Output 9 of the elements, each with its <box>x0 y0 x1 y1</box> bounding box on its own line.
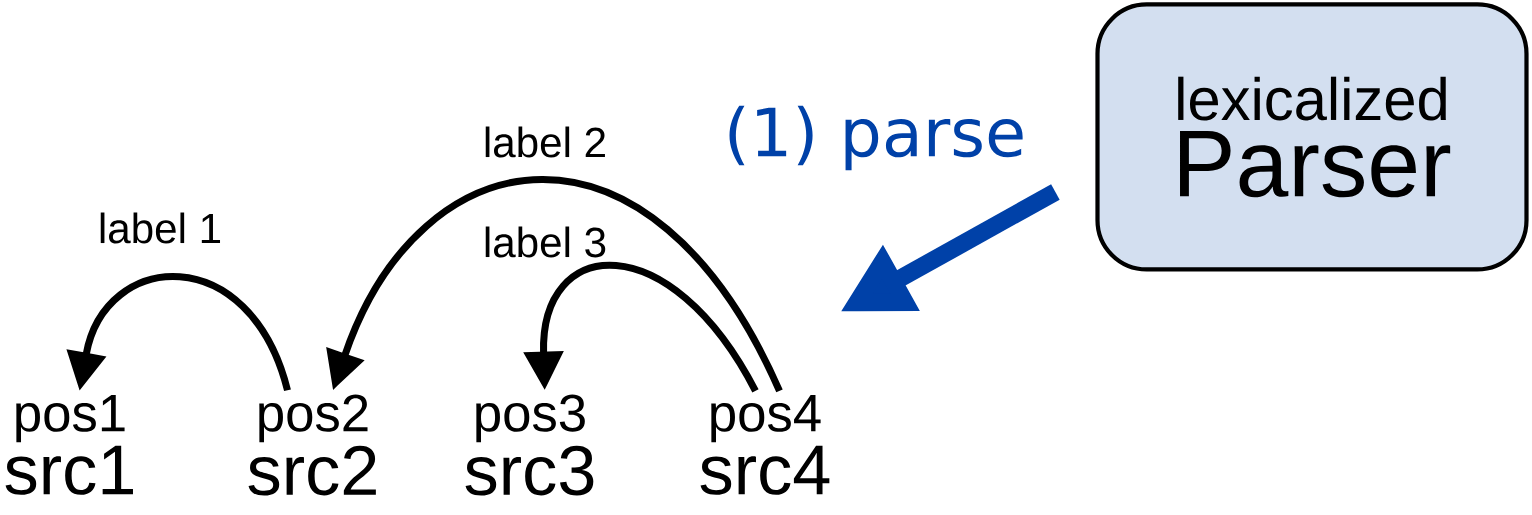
word-label: pos1 src1 <box>5 395 133 495</box>
edge-label: label 1 <box>94 209 226 247</box>
parser-box: lexicalized Parser <box>1095 2 1529 272</box>
word-label: pos4 src4 <box>700 395 830 495</box>
word-label: pos3 src3 <box>465 394 594 496</box>
edge-label: label 3 <box>479 223 611 261</box>
edge-label: (1) parse <box>720 102 1030 174</box>
word-label: pos2 src2 <box>248 394 376 496</box>
edge-label: label 2 <box>479 123 611 161</box>
